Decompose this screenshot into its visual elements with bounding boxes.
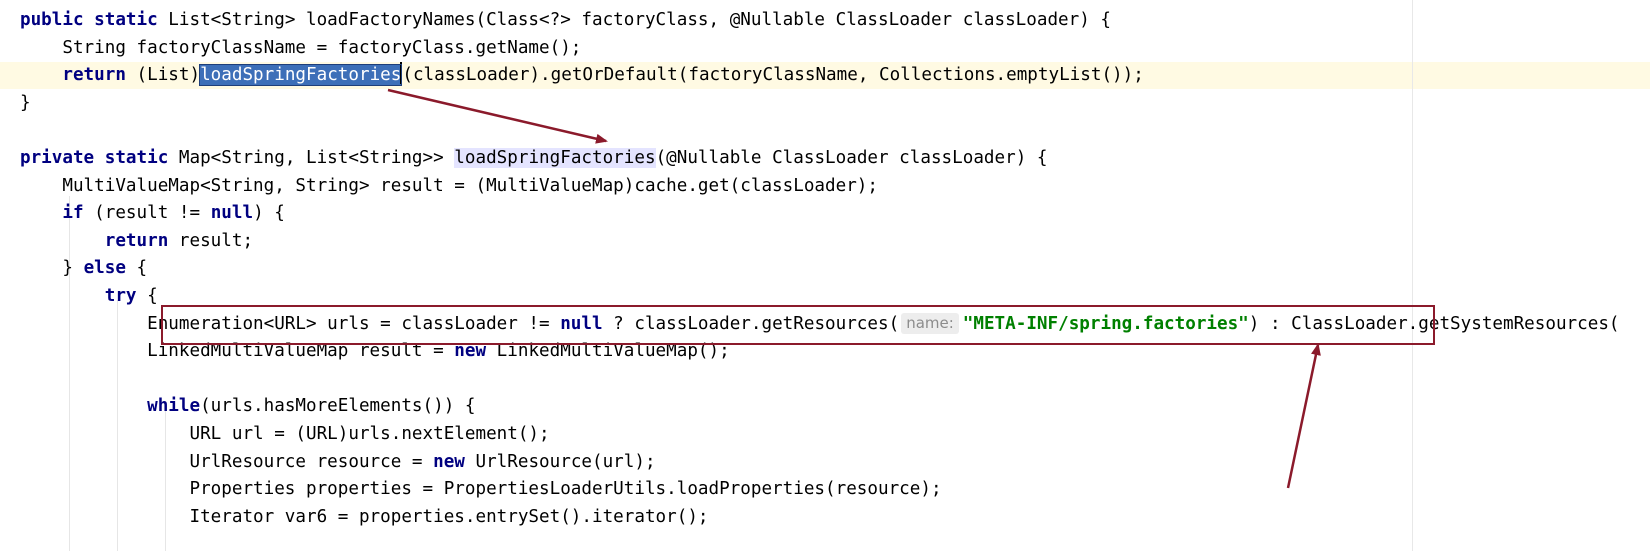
- code-line[interactable]: } else {: [20, 255, 147, 282]
- keyword-token: try: [104, 286, 148, 306]
- indent-guide: [69, 196, 70, 551]
- keyword-token: else: [83, 258, 137, 279]
- keyword-token: return: [104, 230, 179, 251]
- code-token: URL url = (URL)urls.nextElement();: [20, 424, 550, 444]
- code-token: String factoryClassName = factoryClass.g…: [20, 37, 582, 58]
- keyword-token: new: [433, 451, 476, 472]
- code-token: {: [147, 286, 158, 306]
- code-token: ? classLoader.getResources(: [602, 313, 900, 334]
- code-line[interactable]: if (result != null) {: [20, 200, 285, 227]
- code-line[interactable]: while(urls.hasMoreElements()) {: [20, 393, 475, 420]
- code-line[interactable]: String factoryClassName = factoryClass.g…: [20, 35, 581, 62]
- code-line[interactable]: try {: [20, 283, 158, 310]
- code-token: (classLoader).getOrDefault(factoryClassN…: [402, 65, 1144, 86]
- parameter-hint: name:: [901, 312, 959, 334]
- keyword-token: public static: [20, 10, 169, 30]
- code-line[interactable]: return (List)loadSpringFactories(classLo…: [20, 62, 1144, 89]
- text-caret: [400, 62, 403, 85]
- string-literal: "META-INF/spring.factories": [962, 313, 1249, 334]
- highlight-box-getresources: [161, 305, 1435, 345]
- arrow-to-method-definition: [387, 88, 608, 144]
- code-token: (urls.hasMoreElements()) {: [200, 396, 476, 417]
- code-line[interactable]: }: [20, 90, 31, 117]
- keyword-token: null: [560, 313, 603, 334]
- code-line[interactable]: Enumeration<URL> urls = classLoader != n…: [20, 311, 1620, 338]
- code-line[interactable]: UrlResource resource = new UrlResource(u…: [20, 449, 656, 476]
- code-token: (result !=: [94, 203, 211, 224]
- code-token: LinkedMultiValueMap result =: [20, 341, 455, 362]
- code-token: MultiValueMap<String, String> result = (…: [20, 175, 878, 196]
- code-token: List<String> loadFactoryNames(Class<?> f…: [168, 10, 1112, 30]
- code-token: ) : ClassLoader.getSystemResources(: [1248, 313, 1620, 334]
- code-token: Enumeration<URL> urls = classLoader !=: [20, 313, 561, 334]
- indent-guide: [117, 300, 118, 551]
- code-line[interactable]: private static Map<String, List<String>>…: [20, 145, 1047, 172]
- keyword-token: while: [147, 396, 201, 417]
- code-token: LinkedMultiValueMap();: [496, 341, 730, 362]
- arrow-to-spring-factories-string: [1286, 343, 1321, 489]
- code-token: (List): [136, 65, 201, 86]
- keyword-token: if: [62, 203, 95, 224]
- keyword-token: private static: [20, 148, 179, 168]
- code-token: {: [136, 258, 148, 279]
- code-token: }: [20, 258, 84, 279]
- right-margin-guide: [1412, 0, 1413, 551]
- code-token: UrlResource(url);: [475, 451, 656, 472]
- method-declaration-name[interactable]: loadSpringFactories: [454, 148, 656, 168]
- code-token: Properties properties = PropertiesLoader…: [20, 479, 942, 500]
- selected-method-call[interactable]: loadSpringFactories: [199, 64, 403, 87]
- indent-guide: [165, 405, 166, 551]
- code-line[interactable]: public static List<String> loadFactoryNa…: [20, 7, 1111, 34]
- code-token: Iterator var6 = properties.entrySet().it…: [20, 506, 709, 527]
- code-line[interactable]: Properties properties = PropertiesLoader…: [20, 476, 942, 503]
- code-line[interactable]: Iterator var6 = properties.entrySet().it…: [20, 504, 709, 531]
- code-token: result;: [178, 230, 254, 251]
- code-line[interactable]: LinkedMultiValueMap result = new LinkedM…: [20, 338, 730, 365]
- code-token: }: [20, 92, 31, 113]
- code-line[interactable]: URL url = (URL)urls.nextElement();: [20, 421, 550, 448]
- code-line[interactable]: MultiValueMap<String, String> result = (…: [20, 173, 878, 200]
- code-token: UrlResource resource =: [20, 451, 434, 472]
- keyword-token: null: [210, 203, 254, 224]
- code-token: Map<String, List<String>>: [178, 148, 455, 168]
- keyword-token: new: [454, 341, 497, 362]
- code-token: ) {: [253, 203, 285, 224]
- keyword-token: return: [62, 65, 137, 86]
- code-line[interactable]: return result;: [20, 228, 253, 255]
- code-token: (@Nullable ClassLoader classLoader) {: [655, 148, 1048, 168]
